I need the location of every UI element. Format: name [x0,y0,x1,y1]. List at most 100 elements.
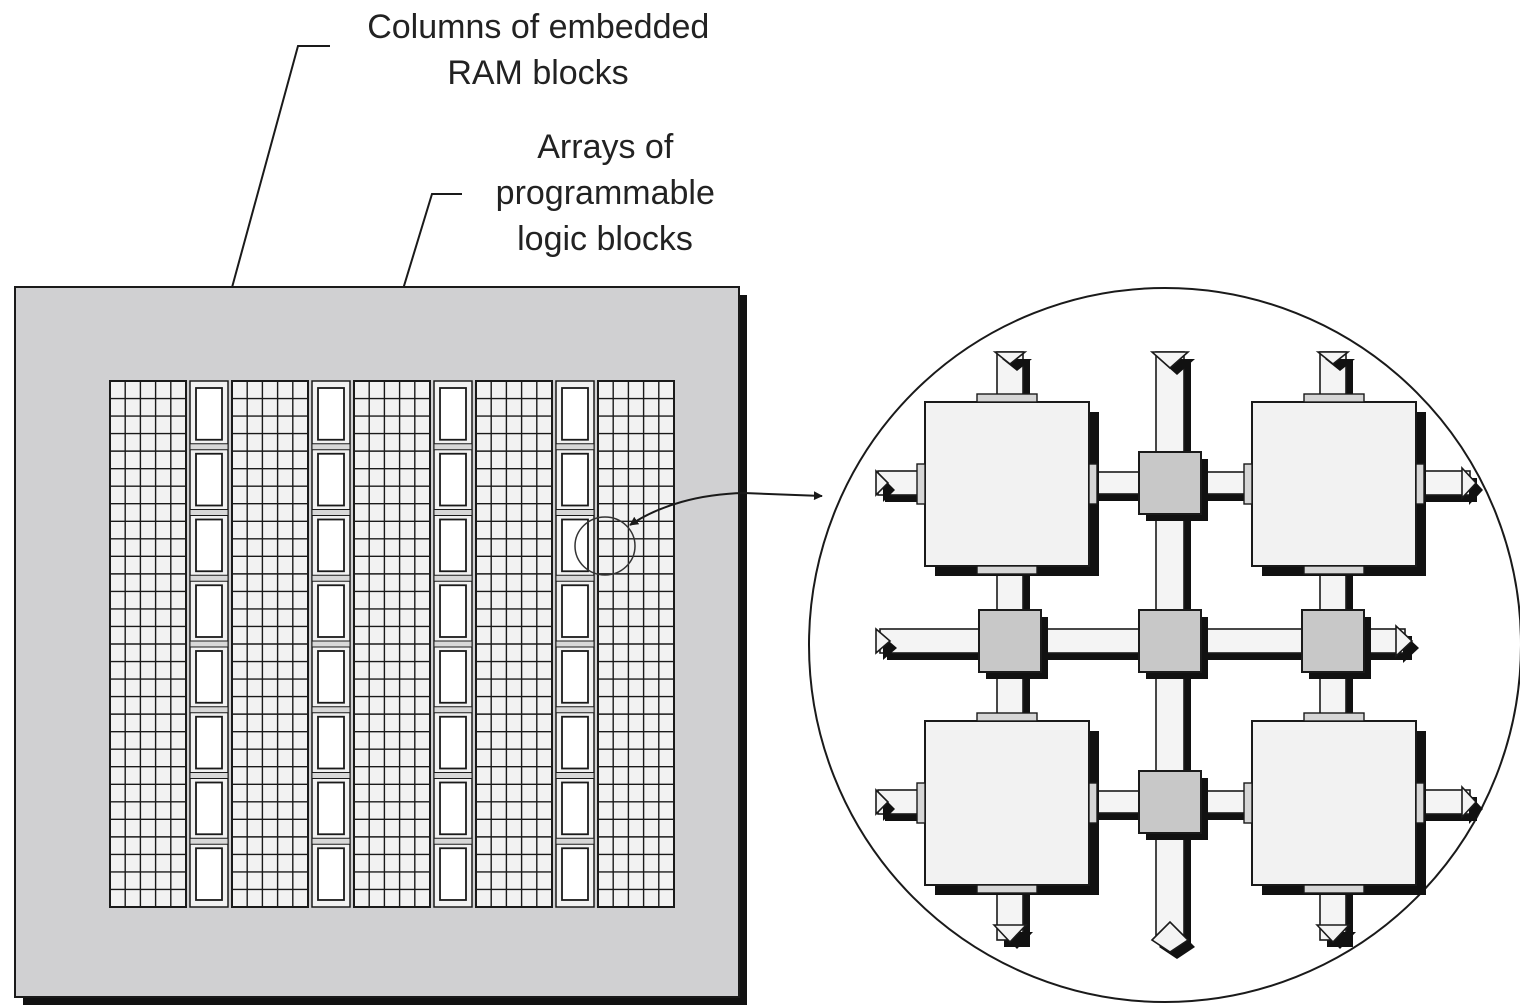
logic-block-top-right [1251,401,1426,576]
ram-separator [189,509,229,516]
bottom-right-output-tip [1315,924,1356,949]
logic-array-5 [597,380,675,908]
block-pin-left [916,463,926,505]
block-pin-top [976,712,1038,722]
arrow-body [1149,351,1191,370]
logic-arrays-label: Arrays of programmable logic blocks [496,128,725,258]
ram-block [317,584,345,638]
logic-array-3 [353,380,431,908]
zoom-arrow [629,491,823,526]
right-bottom-output-tip [1461,784,1483,824]
switch-box-right [1301,609,1371,679]
ram-separator [189,640,229,648]
ram-separator [433,706,473,714]
logic-block-top-left [924,401,1099,576]
main-horizontal-left-notch [875,627,897,660]
arrow-body [875,788,890,816]
ram-block [195,715,223,770]
block-body [924,401,1090,567]
block-pin-top [976,393,1038,403]
switch-box-centre [1138,609,1208,679]
ram-block [195,518,223,573]
ram-separator [433,837,473,845]
ram-separator [555,640,595,648]
ram-separator [433,772,473,779]
ram-separator [311,640,351,648]
ram-block [317,781,345,836]
switch-box-bottom [1138,770,1208,840]
block-pin-left [916,782,926,824]
arrow-body [1461,784,1478,820]
ram-column-2 [311,380,351,908]
block-body [1251,720,1417,886]
block-pin-top [1303,393,1365,403]
logic-array-4 [475,380,553,908]
ram-block [317,518,345,573]
block-pin-left [1243,463,1253,505]
ram-block [439,781,467,836]
switch-body [1138,770,1202,834]
zoom-source-circle [574,516,636,576]
ram-block [317,847,345,901]
ram-block [439,452,467,507]
switch-body [978,609,1042,673]
block-pin-right [1088,463,1098,505]
ram-column-4 [555,380,595,908]
ram-block [561,387,589,441]
switch-box-top [1138,451,1208,521]
bottom-left-output-tip [992,924,1033,949]
ram-separator [311,509,351,516]
switch-box-left [978,609,1048,679]
ram-separator [189,772,229,779]
ram-block [561,847,589,901]
ram-separator [433,640,473,648]
interconnect-detail [875,351,1483,959]
block-body [1251,401,1417,567]
ram-separator [189,574,229,582]
magnified-logic-detail [808,287,1520,1003]
ram-block [561,781,589,836]
right-top-output-tip [1461,465,1483,505]
ram-leader-arrow [207,45,330,369]
ram-column-3 [433,380,473,908]
ram-separator [189,443,229,451]
ram-separator [311,443,351,451]
ram-separator [555,772,595,779]
ram-block [317,452,345,507]
arrow-body [875,627,892,655]
ram-block [317,387,345,441]
ram-block [439,715,467,770]
logic-block-bottom-left [924,720,1099,895]
arrow-body [1315,351,1351,366]
ram-separator [555,574,595,582]
ram-separator [555,509,595,516]
ram-block [561,715,589,770]
ram-separator [433,574,473,582]
ram-separator [311,837,351,845]
ram-separator [433,509,473,516]
block-grid [109,380,675,908]
block-body [924,720,1090,886]
ram-separator [311,706,351,714]
ram-separator [189,706,229,714]
ram-block [195,452,223,507]
block-pin-top [1303,712,1365,722]
switch-body [1301,609,1365,673]
block-pin-right [1088,782,1098,824]
ram-block [561,584,589,638]
ram-block [195,781,223,836]
ram-block [439,847,467,901]
ram-separator [555,837,595,845]
ram-block [439,518,467,573]
ram-separator [555,706,595,714]
ram-separator [311,574,351,582]
ram-block [195,584,223,638]
ram-block [561,650,589,704]
block-pin-bottom [976,565,1038,575]
ram-block [317,715,345,770]
arrow-body [1395,624,1414,658]
arrow-body [992,351,1028,366]
arrow-body [992,924,1028,944]
main-vertical-bottom-notch [1150,920,1195,959]
